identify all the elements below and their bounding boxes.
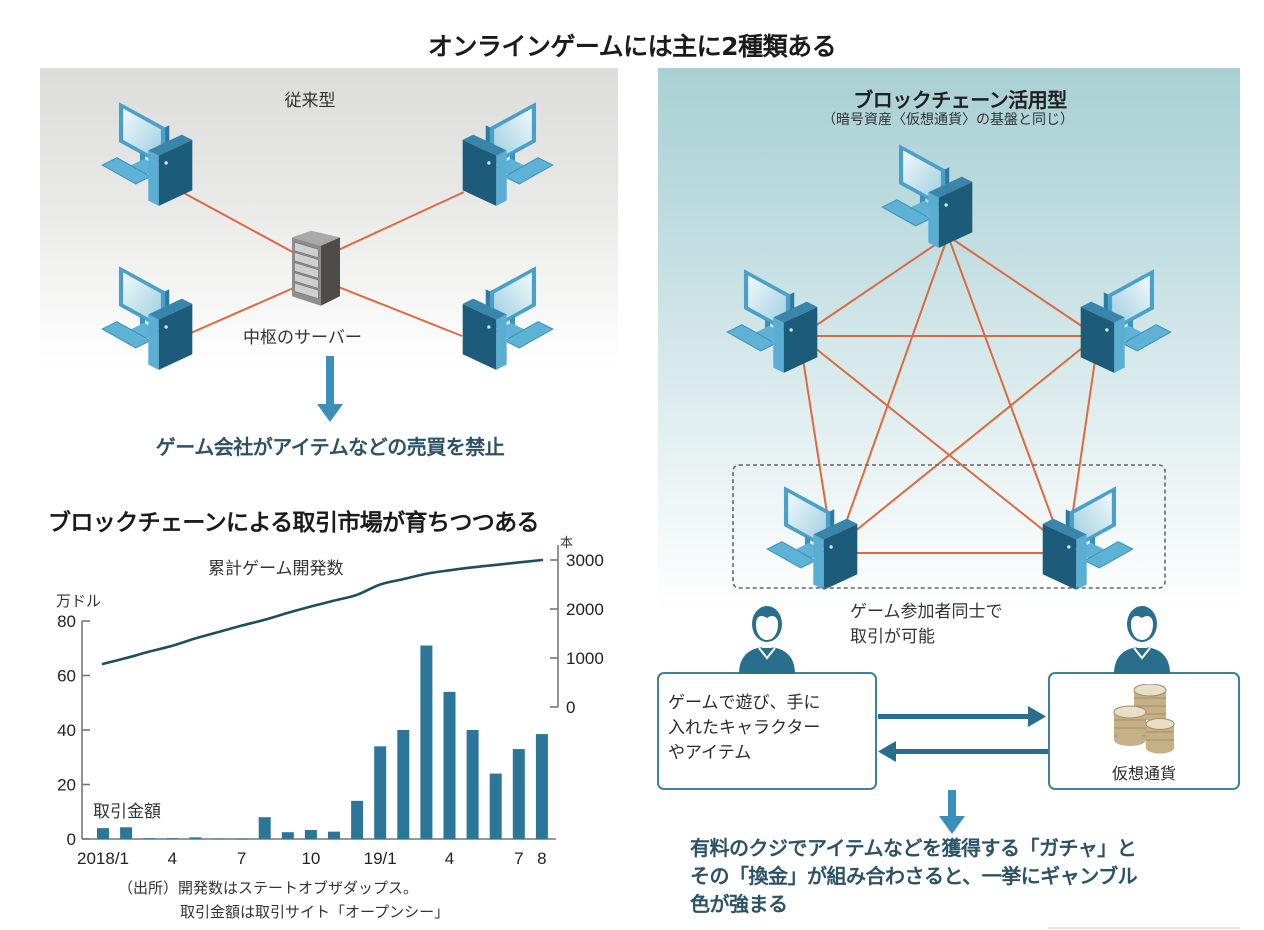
main-title: オンラインゲームには主に2種類ある (427, 32, 837, 61)
bar (328, 831, 340, 839)
chart-source-line: 取引金額は取引サイト「オープンシー」 (180, 903, 450, 921)
bar (489, 773, 502, 839)
x-tick-label: 19/1 (364, 849, 397, 868)
bar (281, 832, 294, 839)
x-tick-label: 2018/1 (77, 849, 129, 868)
peer-trading-label-line: ゲーム参加者同士で (850, 602, 1003, 622)
x-tick-label: 8 (537, 849, 546, 868)
arrow-left-icon (878, 741, 1048, 762)
items-box-line: ゲームで遊び、手に (668, 693, 821, 713)
right-y-tick-label: 2000 (566, 600, 604, 619)
x-tick-label: 4 (168, 849, 177, 868)
conclusion-line: 有料のクジでアイテムなどを獲得する「ガチャ」と (690, 836, 1137, 860)
left-y-tick-label: 60 (57, 667, 76, 686)
conclusion-line: その「換金」が組み合わさると、一挙にギャンブル (690, 864, 1138, 888)
right-axis-unit: 本 (560, 536, 574, 551)
items-box-text: ゲームで遊び、手に 入れたキャラクター やアイテム (668, 691, 821, 766)
x-tick-label: 7 (237, 849, 246, 868)
bar (97, 828, 109, 839)
bar (189, 837, 202, 839)
bar (120, 827, 133, 839)
bar (397, 730, 410, 839)
bar (512, 749, 525, 839)
right-y-tick-label: 0 (566, 698, 575, 717)
bar (420, 645, 433, 839)
left-axis-unit: 万ドル (56, 592, 102, 610)
left-y-tick-label: 20 (57, 776, 76, 795)
bar (351, 800, 364, 839)
x-tick-label: 10 (301, 849, 320, 868)
bar (535, 734, 548, 839)
arrow-right-icon (878, 706, 1046, 727)
bar (166, 838, 179, 839)
traditional-conclusion: ゲーム会社がアイテムなどの売買を禁止 (155, 435, 505, 459)
traditional-heading: 従来型 (284, 91, 336, 111)
chart-title: ブロックチェーンによる取引市場が育ちつつある (48, 510, 540, 536)
peer-trading-label: ゲーム参加者同士で 取引が可能 (850, 600, 1003, 650)
peer-trading-label-line: 取引が可能 (850, 627, 935, 647)
series-label-cumulative-games: 累計ゲーム開発数 (208, 559, 344, 579)
bar (235, 838, 248, 840)
server-label: 中枢のサーバー (243, 328, 362, 348)
person-icon (1113, 605, 1171, 674)
x-tick-label: 4 (445, 849, 454, 868)
chart-source-line: （出所）開発数はステートオブザダップス。 (118, 879, 419, 897)
items-box (657, 672, 877, 790)
items-box-line: 入れたキャラクター (668, 718, 821, 738)
bar (212, 838, 225, 840)
blockchain-conclusion: 有料のクジでアイテムなどを獲得する「ガチャ」と その「換金」が組み合わさると、一… (690, 834, 1138, 918)
x-tick-label: 7 (514, 849, 523, 868)
blockchain-heading: ブロックチェーン活用型 (853, 88, 1067, 112)
conclusion-line: 色が強まる (690, 892, 788, 916)
left-y-tick-label: 40 (57, 721, 76, 740)
left-y-tick-label: 80 (57, 612, 76, 631)
left-y-tick-label: 0 (67, 830, 76, 849)
items-box-line: やアイテム (668, 743, 752, 763)
person-icon (738, 605, 796, 674)
bar (143, 838, 156, 839)
bar (443, 691, 456, 839)
right-y-tick-label: 1000 (566, 649, 604, 668)
bar (466, 730, 479, 839)
divider (1048, 927, 1240, 929)
right-y-tick-label: 3000 (566, 551, 604, 570)
currency-label: 仮想通貨 (1111, 764, 1176, 783)
bar (374, 746, 387, 839)
bar (258, 817, 271, 839)
bar (304, 830, 317, 839)
blockchain-subheading: （暗号資産〈仮想通貨〉の基盤と同じ） (822, 112, 1074, 128)
series-label-trade-volume: 取引金額 (93, 802, 161, 822)
blockchain-panel (658, 68, 1240, 613)
arrow-down-icon (939, 790, 965, 834)
